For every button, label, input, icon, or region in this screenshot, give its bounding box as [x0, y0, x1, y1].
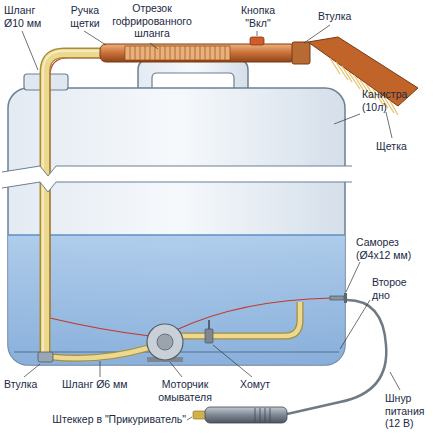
corrugation [130, 46, 225, 60]
part-label: Штеккер в "Прикуриватель" [28, 413, 186, 426]
part-label: Саморез (Ø4x12 мм) [356, 236, 420, 261]
part-label: Второе дно [372, 276, 422, 301]
motor-body [147, 324, 183, 360]
part-label: Щетка [376, 140, 416, 153]
part-label: Шнур питания (12 В) [385, 392, 431, 430]
plug-body [205, 407, 287, 423]
leader-line [24, 364, 40, 377]
bushing [292, 42, 310, 64]
canister-body [8, 88, 345, 365]
water-fill [8, 235, 345, 365]
hose [182, 302, 300, 336]
brush [100, 37, 418, 115]
power-cord [287, 300, 386, 414]
clamp-band [205, 329, 213, 343]
plug-ribs [255, 408, 270, 422]
leader-line [386, 112, 392, 138]
hose-outline [45, 53, 104, 358]
pump-motor [147, 324, 183, 362]
part-label: Канистра (10л) [362, 88, 416, 113]
break-line [2, 166, 352, 176]
clamp-bolt [208, 320, 210, 329]
wires [50, 58, 332, 336]
screw-shank [330, 296, 344, 300]
screw-head [344, 293, 347, 303]
leader-line [390, 372, 400, 390]
leader-line [346, 262, 360, 292]
bushing [38, 352, 53, 362]
part-label: Втулка [318, 10, 358, 23]
leader-lines [22, 25, 400, 420]
hose [52, 348, 148, 358]
leader-line [22, 31, 38, 70]
break-line [2, 182, 352, 192]
part-label: Отрезок гофрированного шланга [106, 2, 198, 40]
wire [176, 298, 332, 330]
leader-line [304, 25, 330, 43]
leader-line [213, 345, 252, 377]
part-label: Моторчик омывателя [148, 378, 222, 403]
corrugated-hose [125, 46, 230, 60]
canister [8, 60, 345, 365]
leader-line [257, 31, 258, 36]
leader-line [187, 417, 192, 420]
leader-line [170, 362, 182, 377]
part-label: Втулка [4, 378, 46, 391]
clamp [205, 320, 213, 343]
part-label: Кнопка "Вкл" [232, 4, 284, 29]
part-label: Хомут [240, 378, 282, 391]
break-band [2, 166, 352, 192]
plug [193, 407, 287, 423]
leader-line [84, 31, 106, 45]
part-label: Шланг Ø10 мм [4, 4, 50, 29]
water [8, 235, 345, 365]
leader-line [340, 300, 370, 349]
hose-outline [182, 302, 300, 336]
screw [330, 293, 347, 303]
canister-handle [138, 60, 248, 92]
part-label: Ручка щетки [62, 4, 108, 29]
switch-button [250, 37, 264, 45]
hose-highlight [43, 51, 104, 358]
water-surface [8, 234, 345, 236]
leader-line [100, 361, 101, 377]
leader-line [150, 43, 158, 49]
hose-outline [52, 348, 148, 358]
hose [45, 53, 104, 358]
leader-line [334, 114, 360, 124]
motor-cap [157, 334, 173, 350]
wire [50, 58, 252, 336]
hose-10mm [43, 51, 104, 358]
brush-handle [100, 44, 296, 62]
part-label: Шланг Ø6 мм [62, 378, 146, 391]
